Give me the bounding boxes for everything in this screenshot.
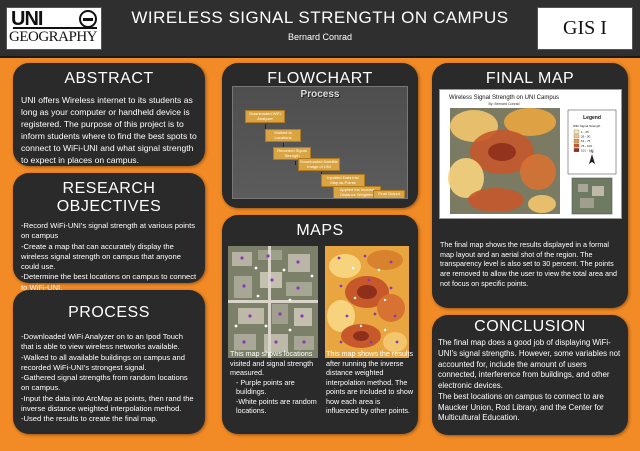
aerial-map-caption-intro: This map shows locations visited and sig… (230, 349, 314, 377)
flowchart-arrow (295, 161, 296, 165)
process-title: PROCESS (68, 304, 150, 321)
interpolation-map-caption: This map shows the results after running… (326, 349, 414, 415)
final-map-inner-title: Wireless Signal Strength on UNI Campus (449, 95, 559, 101)
globe-icon (79, 10, 97, 28)
legend-subtitle: WiFi Signal Strength (573, 124, 601, 128)
final-map-inner-author: By: Bernard Conrad (489, 102, 520, 106)
flowchart-arrow (283, 143, 284, 147)
interpolation-map-image (325, 246, 409, 358)
poster-author: Bernard Conrad (287, 32, 353, 42)
flowchart-heading: Process (300, 89, 340, 100)
process-step-item: -Input the data into ArcMap as points, t… (21, 393, 194, 413)
legend-swatch (573, 143, 580, 148)
legend-label: 76 - 100 (581, 144, 592, 148)
research-objectives-panel: RESEARCH OBJECTIVES -Record WiFi-UNI's s… (13, 173, 205, 292)
flowchart-diagram: Process Downloaded WiFi Analyzer Walked … (232, 86, 408, 199)
final-map-image: Wireless Signal Strength on UNI Campus B… (440, 90, 621, 218)
maps-panel: MAPS (222, 215, 418, 434)
research-objectives-title: RESEARCH OBJECTIVES (56, 180, 162, 215)
legend-label: 101 - 142 (581, 148, 594, 152)
aerial-map-caption: This map shows locations visited and sig… (230, 349, 320, 416)
flowchart-title: FLOWCHART (267, 70, 373, 87)
abstract-title: ABSTRACT (64, 70, 154, 87)
course-badge: GIS I (537, 7, 633, 50)
north-arrow-icon: N (589, 149, 595, 164)
legend-swatch (573, 148, 580, 152)
legend-swatch (573, 134, 580, 139)
flowchart-step: Applied the Inverse Distance Weighted In… (333, 186, 381, 198)
legend-swatch (573, 129, 580, 134)
conclusion-title: CONCLUSION (474, 318, 586, 335)
research-objective-item: -Record WiFi-UNI's signal strength at va… (21, 221, 196, 241)
aerial-points-map (228, 246, 318, 358)
process-panel: PROCESS -Downloaded WiFi Analyzer on to … (13, 290, 205, 434)
process-step-item: -Walked to all available buildings on ca… (21, 352, 185, 372)
conclusion-text: The final map does a good job of display… (438, 338, 621, 390)
final-map-description: The final map shows the results displaye… (440, 240, 617, 288)
flowchart-step: Downloaded WiFi Analyzer (245, 110, 285, 123)
legend-swatch (573, 139, 580, 143)
research-objective-item: -Determine the best locations on campus … (21, 272, 197, 292)
abstract-panel: ABSTRACT UNI offers Wireless internet to… (13, 63, 205, 166)
legend-label: 51 - 75 (581, 139, 591, 143)
uni-geography-logo: UNI GEOGRAPHY (6, 7, 102, 50)
maps-title: MAPS (296, 222, 344, 239)
abstract-text: UNI offers Wireless internet to its stud… (21, 95, 197, 166)
final-map-title: FINAL MAP (485, 70, 575, 87)
aerial-map-caption-bullet: - Purple points are buildings. (236, 377, 295, 397)
legend-title: Legend (583, 115, 601, 121)
conclusion-text: The best locations on campus to connect … (438, 391, 604, 423)
legend-label: 26 - 50 (581, 135, 591, 139)
process-step-item: -Downloaded WiFi Analyzer on to an Ipod … (21, 332, 183, 352)
process-step-item: -Used the results to create the final ma… (21, 414, 158, 423)
aerial-points-map-image (228, 246, 318, 358)
logo-text-uni: UNI (11, 8, 43, 30)
flowchart-step: Final Output (373, 190, 405, 198)
interpolation-map (325, 246, 409, 358)
logo-text-geography: GEOGRAPHY (9, 29, 98, 45)
flowchart-panel: FLOWCHART Process Downloaded WiFi Analyz… (222, 63, 418, 208)
flowchart-arrow (265, 124, 266, 129)
conclusion-panel: CONCLUSION The final map does a good job… (432, 315, 628, 435)
poster-header: UNI GEOGRAPHY WIRELESS SIGNAL STRENGTH O… (0, 0, 640, 58)
process-step-item: -Gathered signal strengths from random l… (21, 373, 188, 393)
flowchart-step: Walked to Locations (265, 129, 301, 142)
final-map-panel: FINAL MAP Wireless Signal Strength on UN… (432, 63, 628, 308)
svg-text:N: N (591, 149, 594, 154)
poster-title: WIRELESS SIGNAL STRENGTH ON CAMPUS (131, 8, 509, 27)
final-map-layout: Wireless Signal Strength on UNI Campus B… (439, 89, 622, 219)
flowchart-step: Recorded Signal Strength (273, 147, 311, 160)
flowchart-step: Downloaded Satellite Image of UNI (298, 158, 340, 171)
research-objective-item: -Create a map that can accurately displa… (21, 241, 181, 272)
aerial-map-caption-bullet: -White points are random locations. (236, 396, 317, 416)
logo-divider (13, 27, 97, 29)
legend-label: 1 - 25 (581, 130, 589, 134)
